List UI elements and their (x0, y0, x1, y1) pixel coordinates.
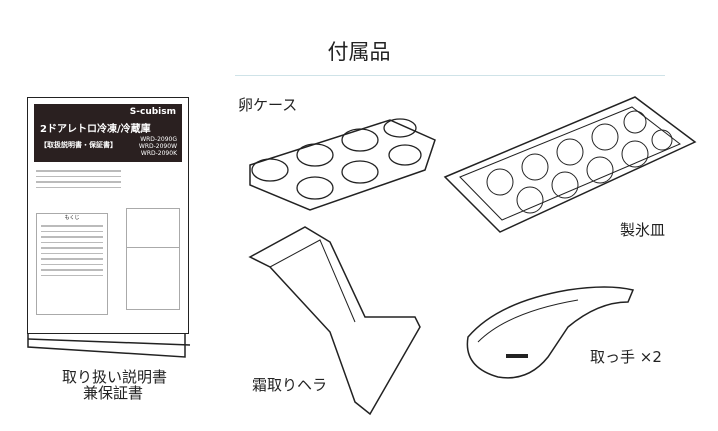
ice-tray-illustration (443, 96, 697, 233)
manual-label: 取り扱い説明書 (62, 368, 168, 386)
egg-case-label: 卵ケース (238, 96, 298, 114)
toc-title: もくじ (64, 215, 80, 221)
model: WRD-2090G (140, 136, 177, 143)
manual-back-pages (27, 327, 191, 358)
model: WRD-2090W (138, 143, 177, 150)
scraper-label: 霜取りヘラ (252, 376, 328, 394)
manual-models: WRD-2090G WRD-2090W WRD-2090K (139, 136, 177, 157)
model: WRD-2090K (140, 150, 177, 157)
ice-tray-label: 製氷皿 (620, 221, 666, 239)
manual-subtitle: 【取扱説明書・保証書】 (40, 141, 117, 149)
manual-illustration: S-cubism 2ドアレトロ冷凍/冷蔵庫 【取扱説明書・保証書】 WRD-20… (27, 97, 189, 334)
handle-label: 取っ手 ×2 (590, 348, 662, 366)
manual-product: 2ドアレトロ冷凍/冷蔵庫 (40, 124, 151, 135)
handle-illustration (466, 286, 635, 379)
manual-toc: もくじ (36, 213, 108, 315)
scraper-illustration (248, 226, 421, 416)
manual-label-2: 兼保証書 (83, 384, 144, 402)
page-title: 付属品 (327, 40, 391, 64)
manual-brand: S-cubism (129, 107, 176, 117)
egg-case-illustration (249, 118, 436, 211)
divider (235, 75, 665, 76)
fridge-image (126, 208, 180, 310)
